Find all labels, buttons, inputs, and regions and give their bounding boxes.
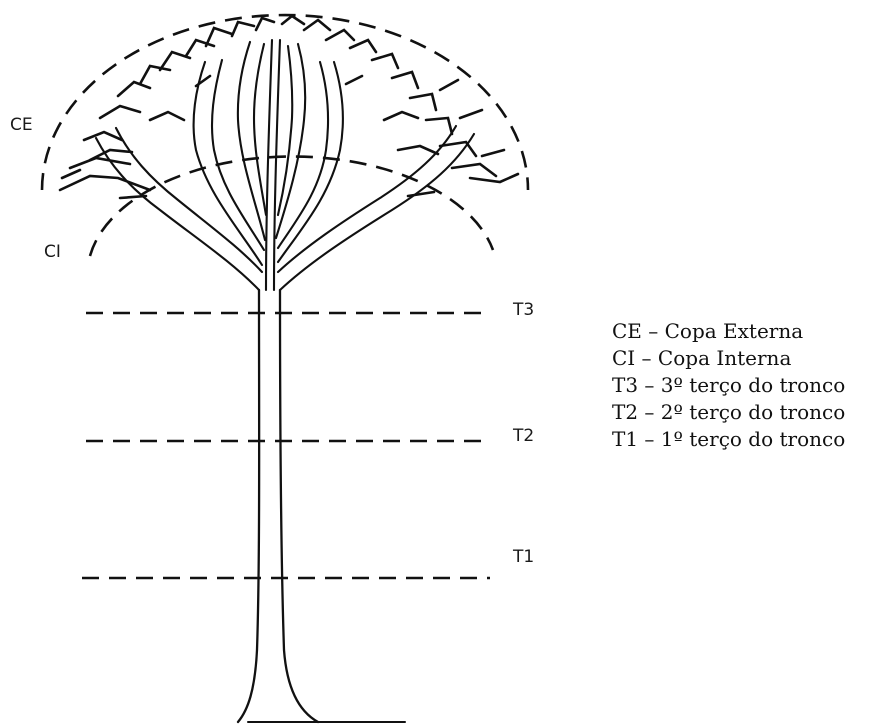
outer-canopy-boundary	[42, 15, 528, 190]
legend-item-t1: T1 – 1º terço do tronco	[612, 426, 845, 453]
legend: CE – Copa Externa CI – Copa Interna T3 –…	[612, 318, 845, 453]
ce-label: CE	[10, 117, 33, 134]
legend-item-ci: CI – Copa Interna	[612, 345, 845, 372]
t2-label: T2	[513, 428, 534, 445]
legend-item-ce: CE – Copa Externa	[612, 318, 845, 345]
inner-canopy-boundary	[90, 156, 493, 256]
ci-label: CI	[44, 244, 61, 261]
legend-item-t2: T2 – 2º terço do tronco	[612, 399, 845, 426]
tree-trunk	[238, 290, 405, 722]
t1-label: T1	[513, 549, 534, 566]
t3-label: T3	[513, 302, 534, 319]
legend-item-t3: T3 – 3º terço do tronco	[612, 372, 845, 399]
canopy-twigs	[60, 16, 518, 198]
tree-branches	[96, 40, 474, 290]
